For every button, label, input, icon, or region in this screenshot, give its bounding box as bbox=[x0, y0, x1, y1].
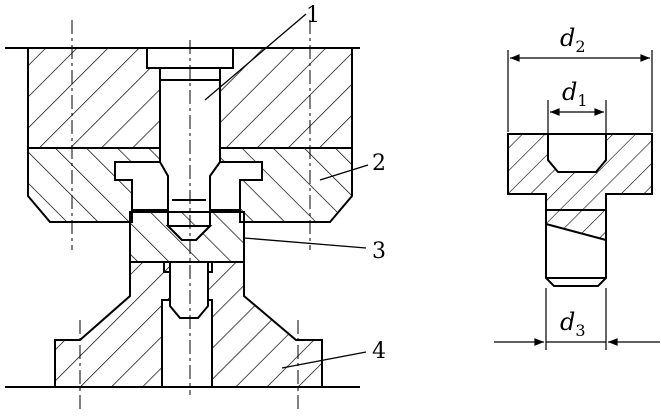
assembly-view bbox=[5, 13, 369, 412]
leader-4 bbox=[281, 351, 367, 369]
dim-label-d1: d1 bbox=[562, 78, 588, 110]
leader-1 bbox=[204, 13, 307, 101]
ejector-pin-front bbox=[169, 261, 209, 319]
part-counterbore bbox=[547, 133, 607, 173]
callout-2: 2 bbox=[372, 151, 386, 176]
part-shank-section bbox=[546, 210, 606, 240]
part-detail-view bbox=[494, 50, 660, 350]
callout-3: 3 bbox=[372, 239, 386, 264]
callout-4: 4 bbox=[372, 339, 386, 364]
part-shank-break bbox=[545, 223, 607, 241]
dim-label-d3: d3 bbox=[560, 308, 586, 340]
punch-tip bbox=[165, 225, 213, 241]
leader-3 bbox=[243, 237, 367, 249]
leader-2 bbox=[319, 164, 369, 181]
callout-1: 1 bbox=[306, 3, 320, 28]
dim-label-d2: d2 bbox=[560, 24, 586, 56]
